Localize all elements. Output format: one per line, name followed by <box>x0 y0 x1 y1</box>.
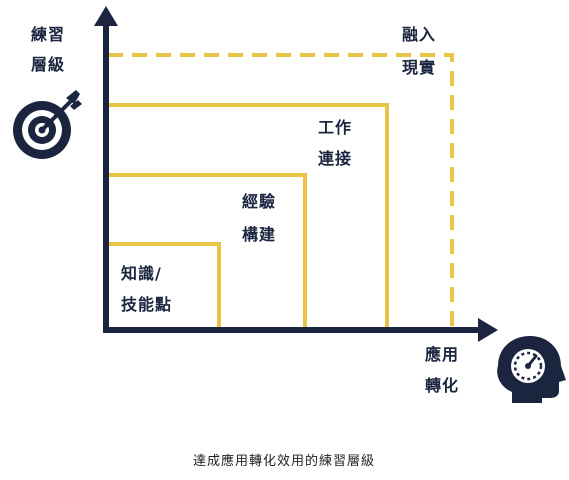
y-axis-label-line-2: 層級 <box>31 55 65 74</box>
level-2-label-line-2: 構建 <box>242 225 276 244</box>
x-axis-arrow <box>478 318 498 342</box>
y-axis-label-line-1: 練習 <box>31 25 65 44</box>
target-icon <box>13 90 82 159</box>
level-box-2 <box>108 173 307 330</box>
level-box-3 <box>108 103 389 330</box>
level-4-label-line-1: 融入 <box>402 25 436 44</box>
level-3-label-line-2: 連接 <box>318 149 352 168</box>
diagram-caption: 達成應用轉化效用的練習層級 <box>193 453 375 469</box>
level-4-label-line-2: 現實 <box>402 58 436 77</box>
level-1-label-line-2: 技能點 <box>121 295 172 314</box>
level-2-label-line-1: 經驗 <box>242 192 276 211</box>
level-box-4-dashed <box>108 53 454 330</box>
level-box-1 <box>108 242 221 330</box>
level-1-label-line-1: 知識/ <box>121 264 162 283</box>
head-gauge-icon <box>497 336 566 403</box>
x-axis-label-line-1: 應用 <box>425 345 459 364</box>
level-3-label-line-1: 工作 <box>318 118 352 137</box>
x-axis-label-line-2: 轉化 <box>425 376 459 395</box>
y-axis-arrow <box>94 6 118 26</box>
